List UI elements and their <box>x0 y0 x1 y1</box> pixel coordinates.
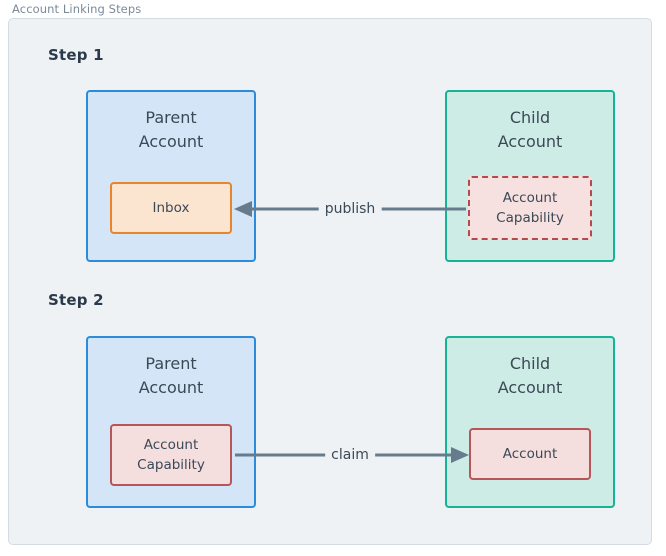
diagram-title: Account Linking Steps <box>12 2 142 16</box>
step-1-parent-account-box[interactable]: Parent Account <box>86 90 256 262</box>
step-1-heading: Step 1 <box>48 46 104 64</box>
step-2-account-box[interactable]: Account <box>469 428 591 480</box>
step-2-child-account-box[interactable]: Child Account <box>445 336 615 508</box>
step-1-inbox-box[interactable]: Inbox <box>110 182 232 234</box>
step-2-account-capability-box[interactable]: Account Capability <box>110 424 232 486</box>
step-1-account-capability-box[interactable]: Account Capability <box>468 176 592 240</box>
step-2-parent-account-title: Parent Account <box>138 354 204 397</box>
step-2-heading: Step 2 <box>48 291 104 309</box>
step-1-child-account-title: Child Account <box>497 108 563 151</box>
publish-edge-label: publish <box>318 201 382 217</box>
step-1-parent-account-title: Parent Account <box>138 108 204 151</box>
claim-edge-label: claim <box>325 447 375 463</box>
step-2-child-account-title: Child Account <box>497 354 563 397</box>
